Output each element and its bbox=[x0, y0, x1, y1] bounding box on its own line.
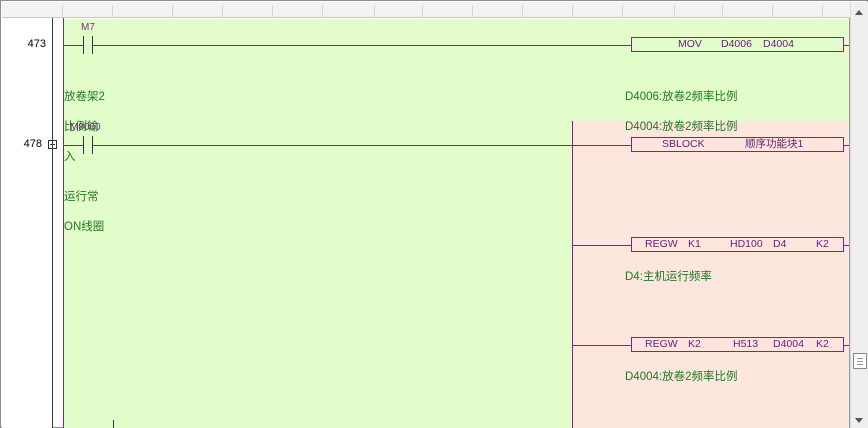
right-power-rail bbox=[849, 18, 850, 428]
left-power-rail bbox=[63, 18, 64, 428]
header-divider bbox=[572, 5, 573, 18]
header-divider bbox=[374, 5, 375, 18]
instruction-op: MOV bbox=[678, 38, 702, 50]
header-divider bbox=[222, 5, 223, 18]
arrow-down-icon[interactable] bbox=[855, 418, 863, 423]
rung-473-background bbox=[63, 19, 850, 121]
wire bbox=[63, 45, 83, 46]
block-vertical-rail bbox=[572, 121, 573, 428]
wire bbox=[844, 245, 849, 246]
contact-label-m8000: M8000 bbox=[70, 122, 101, 133]
gutter-divider bbox=[52, 18, 53, 428]
wire-stub bbox=[113, 420, 114, 428]
rung-comment: 运行常 ON线圈 bbox=[64, 172, 104, 252]
instruction-regw-1[interactable]: REGW K1 HD100 D4 K2 bbox=[631, 237, 844, 252]
instruction-arg: K2 bbox=[816, 238, 829, 250]
contact-m8000[interactable] bbox=[83, 136, 93, 154]
wire bbox=[844, 345, 849, 346]
header-divider bbox=[422, 5, 423, 18]
header-divider bbox=[674, 5, 675, 18]
header-divider bbox=[522, 5, 523, 18]
comment-line: 放卷架2 bbox=[64, 91, 105, 103]
instruction-arg: K2 bbox=[816, 338, 829, 350]
comment-line: 比例输 bbox=[64, 121, 99, 133]
instruction-op: REGW bbox=[645, 238, 678, 250]
comment-line: 入 bbox=[64, 151, 76, 163]
wire bbox=[63, 145, 83, 146]
instruction-arg: D4004 bbox=[773, 338, 804, 350]
comment-line: D4006:放卷2频率比例 bbox=[625, 91, 738, 103]
vertical-scrollbar[interactable] bbox=[850, 2, 868, 428]
instruction-arg: D4 bbox=[773, 238, 787, 250]
wire bbox=[93, 45, 631, 46]
output-comment: D4006:放卷2频率比例 D4004:放卷2频率比例 bbox=[625, 72, 737, 152]
rung-478-background bbox=[63, 121, 572, 428]
instruction-arg: D4006 bbox=[721, 38, 752, 50]
comment-line: 运行常 bbox=[64, 191, 99, 203]
instruction-regw-2[interactable]: REGW K2 H513 D4004 K2 bbox=[631, 337, 844, 352]
header-divider bbox=[272, 5, 273, 18]
comment-line: ON线圈 bbox=[64, 221, 105, 233]
header-divider bbox=[472, 5, 473, 18]
column-header-strip bbox=[2, 2, 850, 18]
header-divider bbox=[722, 5, 723, 18]
instruction-sblock[interactable]: SBLOCK 顺序功能块1 bbox=[631, 137, 844, 152]
line-number-gutter: 473 478 bbox=[2, 18, 57, 428]
contact-m7[interactable] bbox=[83, 36, 93, 54]
instruction-arg: D4004 bbox=[763, 38, 794, 50]
output-comment: D4:主机运行频率 bbox=[625, 271, 712, 283]
line-number-478: 478 bbox=[23, 138, 42, 150]
wire bbox=[93, 145, 631, 146]
output-comment: D4004:放卷2频率比例 bbox=[625, 371, 738, 383]
instruction-arg: HD100 bbox=[730, 238, 763, 250]
header-divider bbox=[112, 5, 113, 18]
header-divider bbox=[322, 5, 323, 18]
wire bbox=[844, 145, 849, 146]
arrow-up-icon[interactable] bbox=[855, 10, 863, 15]
header-divider bbox=[772, 5, 773, 18]
header-divider bbox=[172, 5, 173, 18]
instruction-mov[interactable]: MOV D4006 D4004 bbox=[631, 37, 844, 52]
scrollbar-thumb[interactable] bbox=[853, 353, 867, 369]
wire bbox=[844, 45, 849, 46]
instruction-arg: K2 bbox=[688, 338, 701, 350]
wire bbox=[572, 345, 631, 346]
wire bbox=[572, 245, 631, 246]
header-divider bbox=[62, 5, 63, 18]
instruction-op: SBLOCK bbox=[662, 138, 705, 150]
rung-comment: 放卷架2 比例输 入 bbox=[64, 72, 105, 182]
contact-label-m7: M7 bbox=[81, 22, 95, 33]
line-number-473: 473 bbox=[27, 38, 46, 50]
instruction-arg: H513 bbox=[733, 338, 759, 350]
instruction-arg: 顺序功能块1 bbox=[745, 138, 804, 150]
instruction-op: REGW bbox=[645, 338, 678, 350]
header-divider bbox=[822, 5, 823, 18]
instruction-arg: K1 bbox=[688, 238, 701, 250]
sequential-block-background bbox=[572, 121, 850, 428]
comment-line: D4004:放卷2频率比例 bbox=[625, 121, 738, 133]
header-divider bbox=[622, 5, 623, 18]
